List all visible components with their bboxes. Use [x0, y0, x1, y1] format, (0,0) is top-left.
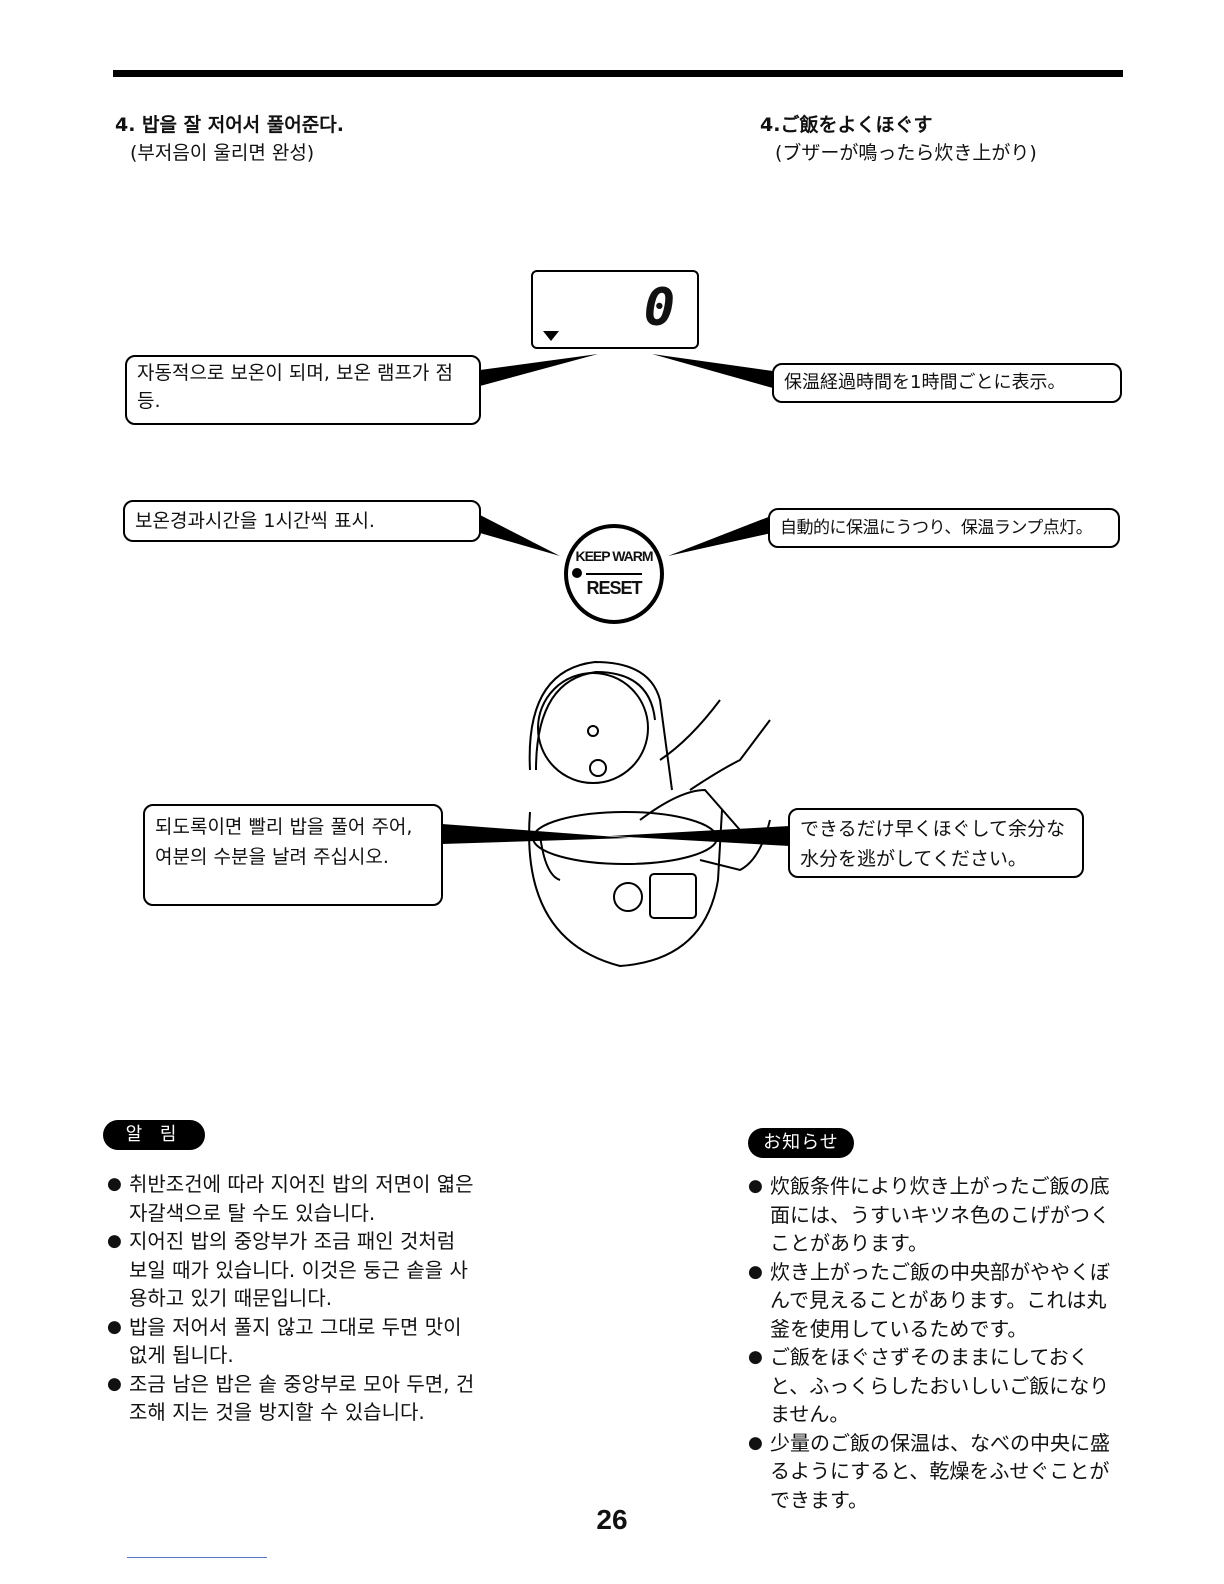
top-rule — [113, 70, 1123, 77]
list-item: 炊飯条件により炊き上がったご飯の底面には、うすいキツネ色のこげがつくことがありま… — [748, 1172, 1120, 1258]
leader-ko-stir — [442, 824, 630, 844]
callout-ko-stir: 되도록이면 빨리 밥을 풀어 주어, 여분의 수분을 날려 주십시오. — [143, 804, 443, 906]
lcd-digit: 0 — [643, 278, 675, 338]
leader-ja-stir — [610, 826, 790, 846]
callout-ko-elapsed-time: 보온경과시간을 1시간씩 표시. — [123, 500, 481, 542]
notes-ko-list: 취반조건에 따라 지어진 밥의 저면이 엷은 자갈색으로 탈 수도 있습니다. … — [107, 1170, 479, 1427]
leader-ko-elapsed — [480, 515, 560, 556]
list-item: ご飯をほぐさずそのままにしておくと、ふっくらしたおいしいご飯になりません。 — [748, 1343, 1120, 1429]
list-item: 少量のご飯の保温は、なべの中央に盛るようにすると、乾燥をふせぐことができます。 — [748, 1429, 1120, 1515]
warm-indicator-icon — [543, 331, 559, 341]
lcd-display: 0 — [531, 270, 699, 349]
notes-ko-badge: 알 림 — [103, 1120, 205, 1150]
list-item: 조금 남은 밥은 솥 중앙부로 모아 두면, 건조해 지는 것을 방지할 수 있… — [107, 1370, 479, 1427]
leader-ja-elapsed — [652, 354, 780, 390]
keep-warm-reset-button[interactable]: KEEP WARM RESET — [564, 524, 664, 624]
warm-lamp-icon — [572, 568, 582, 578]
step-title-ko: 4. 밥을 잘 저어서 풀어준다. — [115, 114, 344, 136]
leader-ja-auto-warm — [668, 514, 776, 556]
step-subtitle-ko: (부저음이 울리면 완성) — [130, 142, 315, 164]
step-subtitle-ja: (ブザーが鳴ったら炊き上がり) — [775, 142, 1037, 164]
list-item: 지어진 밥의 중앙부가 조금 패인 것처럼 보일 때가 있습니다. 이것은 둥근… — [107, 1227, 479, 1313]
callout-ja-elapsed-time: 保温経過時間を1時間ごとに表示。 — [772, 363, 1122, 403]
button-divider — [586, 573, 642, 575]
leader-ko-auto-warm — [480, 354, 598, 386]
callout-ja-auto-warm: 自動的に保温にうつり、保温ランプ点灯。 — [768, 508, 1120, 548]
footer-line — [127, 1557, 267, 1558]
step-title-ja: 4.ご飯をよくほぐす — [760, 114, 933, 136]
notes-ja-list: 炊飯条件により炊き上がったご飯の底面には、うすいキツネ色のこげがつくことがありま… — [748, 1172, 1120, 1514]
callout-ko-auto-warm: 자동적으로 보온이 되며, 보온 램프가 점등. — [125, 355, 481, 425]
reset-label: RESET — [586, 578, 642, 598]
keep-warm-label: KEEP WARM — [575, 548, 653, 564]
list-item: 취반조건에 따라 지어진 밥의 저면이 엷은 자갈색으로 탈 수도 있습니다. — [107, 1170, 479, 1227]
list-item: 밥을 저어서 풀지 않고 그대로 두면 맛이 없게 됩니다. — [107, 1313, 479, 1370]
notes-ja-badge: お知らせ — [748, 1128, 854, 1158]
page-number: 26 — [596, 1504, 628, 1535]
callout-ja-stir: できるだけ早くほぐして余分な水分を逃がしてください。 — [788, 808, 1084, 878]
rice-cooker-illustration — [528, 660, 771, 968]
list-item: 炊き上がったご飯の中央部がややくぼんで見えることがあります。これは丸釜を使用して… — [748, 1258, 1120, 1344]
